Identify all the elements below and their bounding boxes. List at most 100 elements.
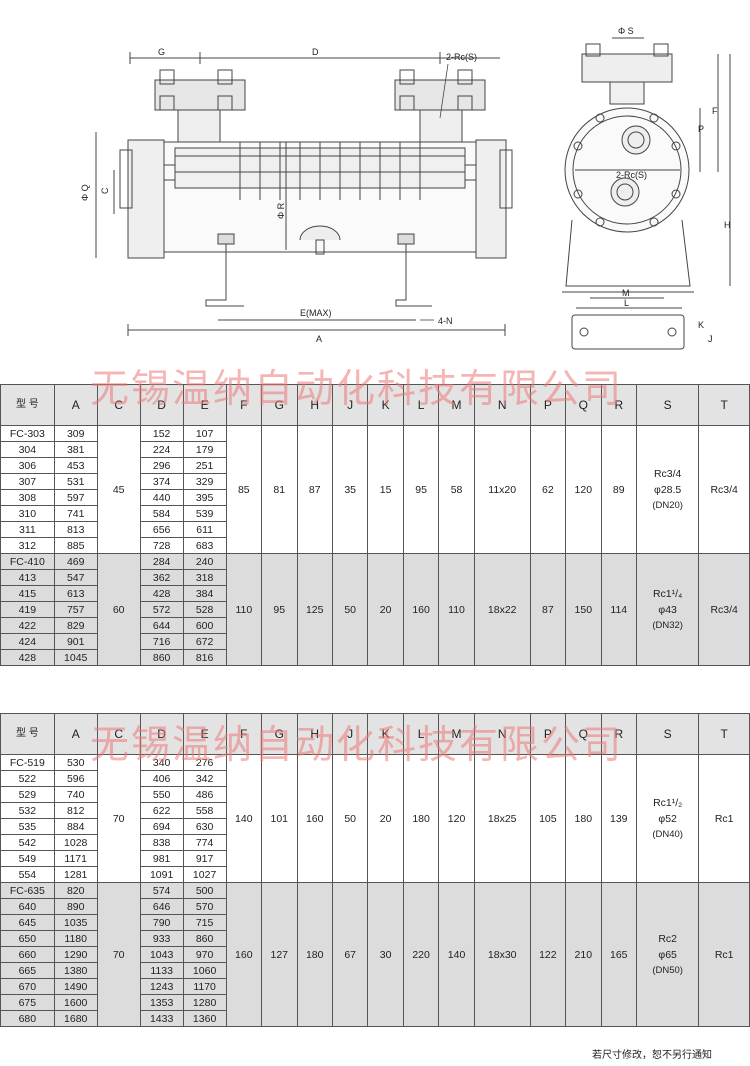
- cell-q: 180: [565, 754, 602, 883]
- column-header: M: [438, 384, 475, 426]
- model-cell: 650: [0, 930, 55, 947]
- label-d: D: [312, 47, 319, 57]
- cell-e: 816: [182, 649, 227, 666]
- label-e: E(MAX): [300, 308, 332, 318]
- cell-a: 1281: [53, 866, 98, 883]
- model-cell: 670: [0, 978, 55, 995]
- cell-l: 95: [402, 425, 440, 554]
- cell-a: 884: [53, 818, 98, 835]
- column-header: L: [402, 384, 440, 426]
- cell-j: 50: [331, 553, 369, 666]
- cell-d: 694: [139, 818, 184, 835]
- model-cell: 307: [0, 473, 55, 490]
- cell-e: 672: [182, 633, 227, 650]
- cell-e: 240: [182, 553, 227, 570]
- model-cell: 312: [0, 537, 55, 554]
- label-f: F: [712, 106, 718, 116]
- cell-m: 120: [438, 754, 475, 883]
- cell-a: 740: [53, 786, 98, 803]
- cell-s-line: Rc1¹/₄: [652, 587, 683, 600]
- model-cell: 554: [0, 866, 55, 883]
- column-header: N: [473, 713, 531, 755]
- cell-d: 584: [139, 505, 184, 522]
- cell-a: 613: [53, 585, 98, 602]
- model-cell: 424: [0, 633, 55, 650]
- column-header: P: [529, 713, 567, 755]
- cell-n: 18x22: [473, 553, 531, 666]
- column-header: T: [698, 713, 750, 755]
- cell-e: 486: [182, 786, 227, 803]
- column-header: D: [139, 713, 184, 755]
- cell-s-line: Rc3/4: [653, 467, 682, 480]
- cell-e: 251: [182, 457, 227, 474]
- cell-h: 160: [296, 754, 333, 883]
- cell-d: 646: [139, 898, 184, 915]
- cell-e: 970: [182, 946, 227, 963]
- cell-a: 597: [53, 489, 98, 506]
- cell-c: 70: [96, 754, 141, 883]
- cell-a: 1380: [53, 962, 98, 979]
- cell-s-line: Rc2: [658, 932, 677, 945]
- cell-g: 101: [261, 754, 298, 883]
- cell-d: 296: [139, 457, 184, 474]
- label-k: K: [698, 320, 704, 330]
- cell-a: 812: [53, 802, 98, 819]
- model-cell: 304: [0, 441, 55, 458]
- cell-d: 790: [139, 914, 184, 931]
- label-g: G: [158, 47, 165, 57]
- cell-n: 18x30: [473, 882, 531, 1027]
- model-cell: 640: [0, 898, 55, 915]
- cell-p: 122: [529, 882, 567, 1027]
- cell-c: 45: [96, 425, 141, 554]
- cell-h: 87: [296, 425, 333, 554]
- cell-a: 1490: [53, 978, 98, 995]
- cell-d: 406: [139, 770, 184, 787]
- model-cell: 675: [0, 994, 55, 1011]
- cell-d: 440: [139, 489, 184, 506]
- model-cell: 308: [0, 489, 55, 506]
- cell-e: 500: [182, 882, 227, 899]
- cell-d: 860: [139, 649, 184, 666]
- cell-c: 70: [96, 882, 141, 1027]
- cell-e: 395: [182, 489, 227, 506]
- cell-d: 981: [139, 850, 184, 867]
- cell-d: 152: [139, 425, 184, 442]
- cell-d: 550: [139, 786, 184, 803]
- cell-j: 67: [331, 882, 369, 1027]
- cell-a: 1180: [53, 930, 98, 947]
- cell-a: 757: [53, 601, 98, 618]
- cell-e: 860: [182, 930, 227, 947]
- cell-s-line: (DN32): [652, 619, 683, 631]
- model-cell: 522: [0, 770, 55, 787]
- cell-a: 547: [53, 569, 98, 586]
- label-n: 4-N: [438, 316, 453, 326]
- column-header: F: [225, 713, 263, 755]
- cell-d: 284: [139, 553, 184, 570]
- cell-a: 829: [53, 617, 98, 634]
- column-header: A: [53, 384, 98, 426]
- cell-s-line: φ52: [658, 812, 677, 825]
- cell-r: 139: [600, 754, 638, 883]
- column-header: 型 号: [0, 384, 55, 426]
- cell-e: 600: [182, 617, 227, 634]
- column-header: G: [261, 713, 298, 755]
- cell-h: 125: [296, 553, 333, 666]
- label-h: H: [724, 220, 731, 230]
- column-header: R: [600, 713, 638, 755]
- cell-a: 741: [53, 505, 98, 522]
- column-header: H: [296, 713, 333, 755]
